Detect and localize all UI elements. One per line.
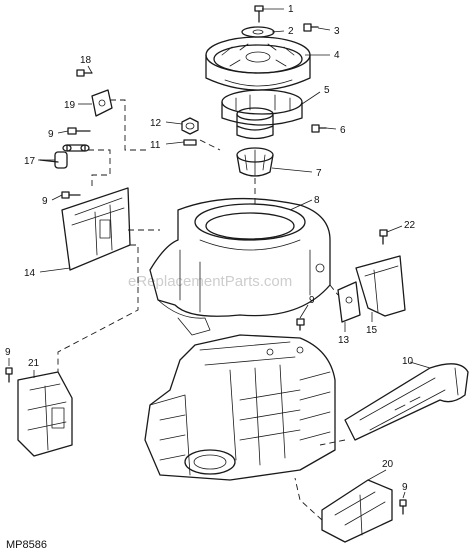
callout-19: 19	[64, 100, 76, 111]
callout-17: 17	[24, 156, 36, 167]
callout-9-bottom: 9	[402, 482, 408, 493]
part-1-screw[interactable]	[254, 5, 264, 23]
callout-20: 20	[382, 459, 394, 470]
callout-21: 21	[28, 358, 40, 369]
part-9-screw-center[interactable]	[296, 318, 305, 331]
callout-22: 22	[404, 220, 416, 231]
callout-15: 15	[366, 325, 378, 336]
part-18-screw[interactable]	[76, 69, 93, 77]
callout-5: 5	[324, 85, 330, 96]
engine-block[interactable]	[144, 334, 336, 481]
callout-1: 1	[288, 4, 294, 15]
part-starter-cup-stack[interactable]	[236, 107, 274, 140]
figure-id: MP8586	[6, 539, 47, 551]
part-9-screw-middle[interactable]	[61, 191, 81, 199]
part-15-guard[interactable]	[355, 255, 406, 317]
assembly-lines	[57, 99, 346, 521]
part-13-bracket[interactable]	[337, 281, 361, 323]
leader-lines	[8, 8, 431, 499]
part-9-screw-lower[interactable]	[5, 367, 13, 383]
part-3-screw[interactable]	[303, 23, 319, 32]
part-10-shroud[interactable]	[344, 363, 469, 441]
part-8-blower-housing[interactable]	[149, 197, 331, 336]
part-20-baffle[interactable]	[321, 479, 393, 543]
callout-11: 11	[150, 140, 161, 151]
callout-7: 7	[316, 168, 322, 179]
callout-8: 8	[314, 195, 320, 206]
callout-3: 3	[334, 26, 340, 37]
part-5-flywheel[interactable]	[221, 89, 303, 126]
watermark: eReplacementParts.com	[128, 273, 292, 290]
callout-9-lower: 9	[5, 347, 11, 358]
callout-18: 18	[80, 55, 92, 66]
part-14-shield[interactable]	[61, 187, 131, 271]
part-11-washer[interactable]	[183, 139, 197, 146]
callout-9-upper: 9	[48, 129, 54, 140]
callout-14: 14	[24, 268, 36, 279]
part-19-bracket[interactable]	[91, 89, 113, 117]
part-6-screw[interactable]	[311, 124, 327, 133]
callout-labels: 1 2 3 4 5 6 7 8 9 18 19 9 17 9 14 12 11 …	[5, 4, 416, 493]
callout-13: 13	[338, 335, 350, 346]
part-4-screen-housing[interactable]	[205, 36, 311, 91]
callout-9-center: 9	[309, 295, 315, 306]
part-spacer[interactable]	[62, 144, 90, 152]
part-9-screw-upper[interactable]	[67, 127, 91, 135]
part-7-starter-cup[interactable]	[236, 147, 274, 177]
part-9-screw-bottom[interactable]	[399, 499, 407, 515]
callout-2: 2	[288, 26, 294, 37]
part-12-nut[interactable]	[181, 117, 199, 135]
part-21-baffle[interactable]	[17, 371, 73, 457]
callout-9-middle: 9	[42, 196, 48, 207]
part-22-screw[interactable]	[379, 229, 388, 245]
callout-6: 6	[340, 125, 346, 136]
part-2-plate[interactable]	[241, 26, 275, 38]
callout-4: 4	[334, 50, 340, 61]
callout-10: 10	[402, 356, 414, 367]
callout-12: 12	[150, 118, 162, 129]
